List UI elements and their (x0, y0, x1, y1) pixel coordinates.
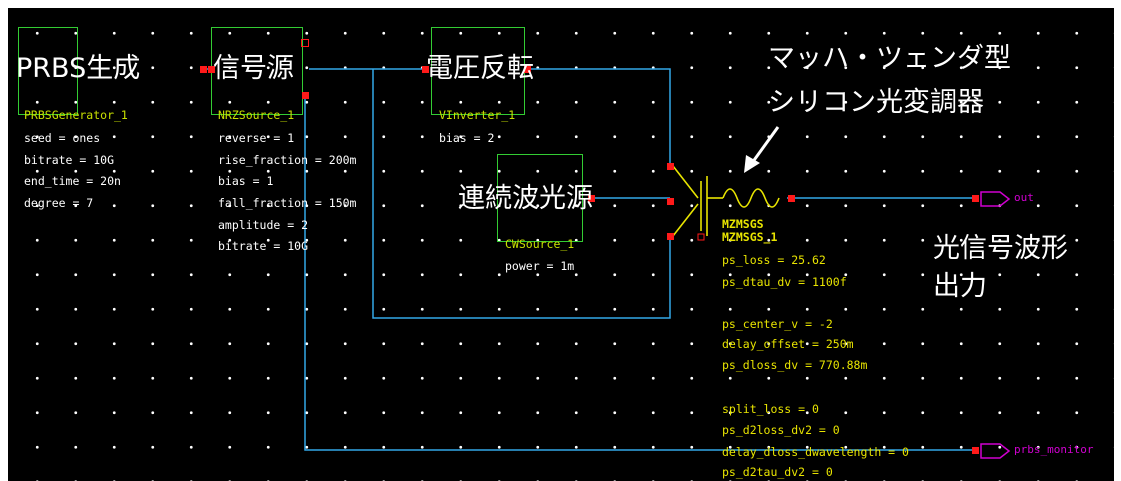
cw-output-port[interactable] (588, 195, 595, 202)
nrz-param: bias = 1 (218, 174, 274, 188)
mzm-instance-name: MZMSGS_1 (722, 230, 778, 244)
prbs-jp-label: PRBS生成 (16, 53, 141, 84)
prbs-param: degree = 7 (24, 196, 94, 210)
mzm-param: ps_center_v = -2 (722, 317, 833, 331)
mzm-param: delay_dloss_dwavelength = 0 (722, 445, 909, 459)
nrz-param: rise_fraction = 200m (218, 153, 357, 167)
mzm-param: ps_d2loss_dv2 = 0 (722, 423, 840, 437)
wire-prbs-monitor (304, 96, 976, 451)
mzm-param: delay_offset = 250m (722, 337, 854, 351)
cw-jp-label: 連続波光源 (458, 183, 593, 214)
mzm-param: ps_loss = 25.62 (722, 253, 826, 267)
wire-layer (206, 68, 976, 451)
nrz-aux-port[interactable] (301, 39, 309, 47)
nrz-input-port[interactable] (208, 66, 215, 73)
out-jp-label-line1: 光信号波形 (933, 233, 1068, 264)
schematic-canvas[interactable]: PRBS生成 PRBSGenerator_1 seed = ones bitra… (8, 8, 1114, 481)
cw-instance-name: CWSource_1 (505, 237, 575, 251)
nrz-jp-label: 信号源 (213, 53, 294, 84)
arrow-down-left-icon (744, 126, 780, 173)
cw-source-block[interactable] (497, 154, 583, 242)
mzm-type-name: MZMSGS (722, 217, 764, 231)
prbs-output-port[interactable] (200, 66, 207, 73)
output-pin-icon[interactable] (980, 442, 1012, 460)
nrz-output-port[interactable] (302, 92, 309, 99)
prbs-param: seed = ones (24, 131, 101, 145)
cw-param: power = 1m (505, 259, 575, 273)
prbs-param: end_time = 20n (24, 174, 121, 188)
vinv-output-port[interactable] (524, 66, 531, 73)
nrz-param: fall_fraction = 150m (218, 196, 357, 210)
mzm-jp-label-line1: マッハ・ツェンダ型 (768, 43, 1011, 74)
prbs-generator-block[interactable] (18, 27, 78, 115)
prbs-monitor-port[interactable] (972, 447, 979, 454)
vinv-param: bias = 2 (439, 131, 495, 145)
nrz-param: reverse = 1 (218, 131, 295, 145)
vinv-input-port[interactable] (422, 66, 429, 73)
vinv-instance-name: VInverter_1 (439, 108, 516, 122)
mzm-param: ps_dtau_dv = 1100f (722, 275, 847, 289)
nrz-instance-name: NRZSource_1 (218, 108, 295, 122)
mzm-param: ps_d2tau_dv2 = 0 (722, 465, 833, 479)
mzm-param: ps_dloss_dv = 770.88m (722, 358, 868, 372)
vinv-jp-label: 電圧反転 (426, 53, 534, 84)
prbs-instance-name: PRBSGenerator_1 (24, 108, 128, 122)
modulator-symbol-icon[interactable] (663, 156, 803, 246)
mzm-param: split_loss = 0 (722, 402, 819, 416)
nrz-param: amplitude = 2 (218, 218, 309, 232)
wire-vinv-to-mzm-top (531, 68, 671, 163)
output-pin-icon[interactable] (980, 190, 1012, 208)
mzm-jp-label-line2: シリコン光変調器 (768, 87, 984, 118)
out-port[interactable] (972, 195, 979, 202)
prbs-param: bitrate = 10G (24, 153, 115, 167)
prbs-monitor-label: prbs_monitor (1014, 443, 1094, 456)
nrz-param: bitrate = 10G (218, 239, 309, 253)
wire-nrz-to-mzm-bottom (372, 69, 671, 319)
out-jp-label-line2: 出力 (933, 271, 987, 302)
out-label: out (1014, 191, 1034, 204)
